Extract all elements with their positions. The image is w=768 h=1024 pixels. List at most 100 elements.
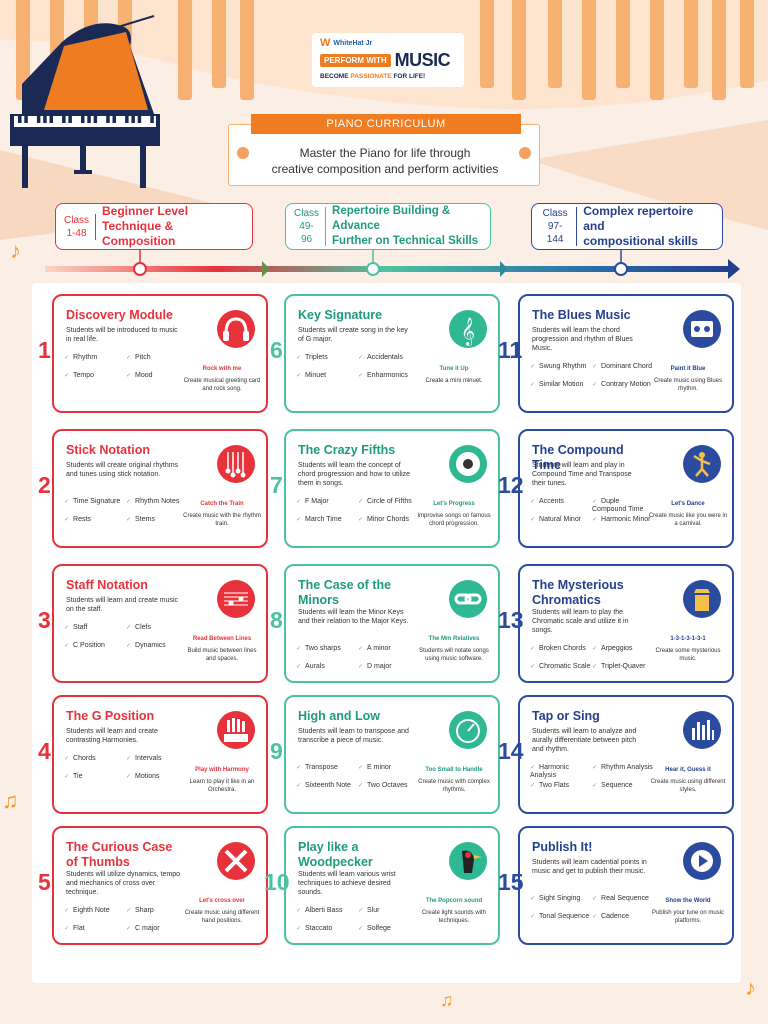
module-title: The Mysterious Chromatics bbox=[532, 578, 624, 607]
feature-item: Rhythm bbox=[64, 354, 126, 362]
module-title: Tap or Sing bbox=[532, 709, 600, 723]
feature-item: Enharmonics bbox=[358, 372, 420, 380]
module-description: Students will utilize dynamics, tempo an… bbox=[66, 871, 180, 896]
module-description: Students will create original rhythms an… bbox=[66, 462, 179, 478]
key-decoration bbox=[650, 0, 664, 100]
module-number: 7 bbox=[270, 472, 283, 498]
feature-item: Minuet bbox=[296, 372, 358, 380]
feature-item: Accents bbox=[530, 498, 592, 506]
feature-item: Two Flats bbox=[530, 782, 592, 790]
feature-item: C major bbox=[126, 925, 188, 933]
crossed-hands-icon bbox=[217, 842, 255, 880]
dot-icon bbox=[519, 147, 531, 159]
module-description: Students will learn the Minor Keys and t… bbox=[298, 609, 409, 625]
feature-item: Dominant Chord bbox=[592, 363, 654, 371]
dot-icon bbox=[237, 147, 249, 159]
feature-item: D major bbox=[358, 663, 420, 671]
activity-title: Show the World bbox=[665, 898, 711, 904]
feature-item: Sixteenth Note bbox=[296, 782, 358, 790]
feature-item: Arpeggios bbox=[592, 645, 654, 653]
key-decoration bbox=[740, 0, 754, 88]
feature-item: Tonal Sequence bbox=[530, 913, 592, 921]
module-number: 3 bbox=[38, 607, 51, 633]
module-description: Students will learn and play in Compound… bbox=[532, 462, 632, 487]
feature-item: Triplets bbox=[296, 354, 358, 362]
feature-item: F Major bbox=[296, 498, 358, 506]
woodpecker-icon bbox=[449, 842, 487, 880]
piano-keys-decoration bbox=[0, 0, 768, 115]
module-title: Stick Notation bbox=[66, 443, 151, 457]
feature-item: Real Sequence bbox=[592, 895, 654, 903]
feature-item: Chromatic Scale bbox=[530, 663, 592, 671]
brand-music: MUSIC bbox=[394, 50, 451, 70]
feature-item: Stems bbox=[126, 516, 188, 524]
feature-item: Dynamics bbox=[126, 642, 188, 650]
feature-item: Cadence bbox=[592, 913, 654, 921]
feature-item: Circle of Fifths bbox=[358, 498, 420, 506]
activity-description: Create music using different styles. bbox=[650, 779, 726, 793]
feature-item: Staff bbox=[64, 624, 126, 632]
module-number: 2 bbox=[38, 472, 51, 498]
brand-w-icon: W bbox=[320, 37, 331, 49]
activity-title: Read Between Lines bbox=[192, 636, 252, 642]
feature-item: Sequence bbox=[592, 782, 654, 790]
music-note-icon: ♫ bbox=[440, 990, 454, 1010]
key-decoration bbox=[480, 0, 494, 88]
activity-description: Create light sounds with techniques. bbox=[421, 910, 487, 924]
activity-title: Catch the Train bbox=[200, 501, 244, 507]
feature-item: Rhythm Notes bbox=[126, 498, 188, 506]
feature-item: Eighth Note bbox=[64, 907, 126, 915]
key-decoration bbox=[684, 0, 698, 88]
feature-item: Accidentals bbox=[358, 354, 420, 362]
module-description: Students will learn to analyze and aural… bbox=[532, 728, 637, 753]
feature-item: Mood bbox=[126, 372, 188, 380]
feature-item: Rests bbox=[64, 516, 126, 524]
activity-description: Create music with the rhythm train. bbox=[183, 513, 261, 527]
feature-item: Sight Singing bbox=[530, 895, 592, 903]
brand-tagline: BECOME PASSIONATE FOR LIFE! bbox=[320, 73, 426, 80]
feature-item: Transpose bbox=[296, 764, 358, 772]
activity-title: Tune it Up bbox=[439, 366, 469, 372]
feature-item: Time Signature bbox=[64, 498, 126, 506]
detective-icon bbox=[683, 580, 721, 618]
feature-item: Pitch bbox=[126, 354, 188, 362]
globe-play-icon bbox=[683, 842, 721, 880]
feature-item: C Position bbox=[64, 642, 126, 650]
module-title: The G Position bbox=[66, 709, 155, 723]
module-number: 8 bbox=[270, 607, 283, 633]
feature-item: Broken Chords bbox=[530, 645, 592, 653]
activity-description: Publish your tune on music platforms. bbox=[651, 910, 725, 924]
key-decoration bbox=[582, 0, 596, 100]
activity-title: Let's cross over bbox=[199, 898, 245, 904]
feature-item: Triplet-Quaver bbox=[592, 663, 654, 671]
feature-item: Clefs bbox=[126, 624, 188, 632]
feature-item: Similar Motion bbox=[530, 381, 592, 389]
module-number: 9 bbox=[270, 738, 283, 764]
feature-item: Staccato bbox=[296, 925, 358, 933]
headphones-icon bbox=[217, 310, 255, 348]
key-decoration bbox=[212, 0, 226, 88]
activity-title: Let's Dance bbox=[671, 501, 705, 507]
key-decoration bbox=[512, 0, 526, 100]
module-title: The Case of the Minors bbox=[298, 578, 392, 607]
feature-item: March Time bbox=[296, 516, 358, 524]
pendulum-icon bbox=[217, 445, 255, 483]
music-note-icon: ♫ bbox=[2, 788, 19, 813]
key-decoration bbox=[712, 0, 726, 100]
activity-description: Create music like you were in a carnival… bbox=[648, 513, 728, 527]
module-description: Students will learn to play the Chromati… bbox=[532, 609, 629, 634]
module-title: The Compound Time bbox=[532, 443, 624, 472]
feature-item: Tie bbox=[64, 773, 126, 781]
feature-item: Aurals bbox=[296, 663, 358, 671]
activity-title: Too Small to Handle bbox=[425, 767, 483, 773]
activity-description: Create some mysterious music. bbox=[655, 648, 721, 662]
activity-description: Create musical greeting card and rock so… bbox=[183, 378, 261, 392]
